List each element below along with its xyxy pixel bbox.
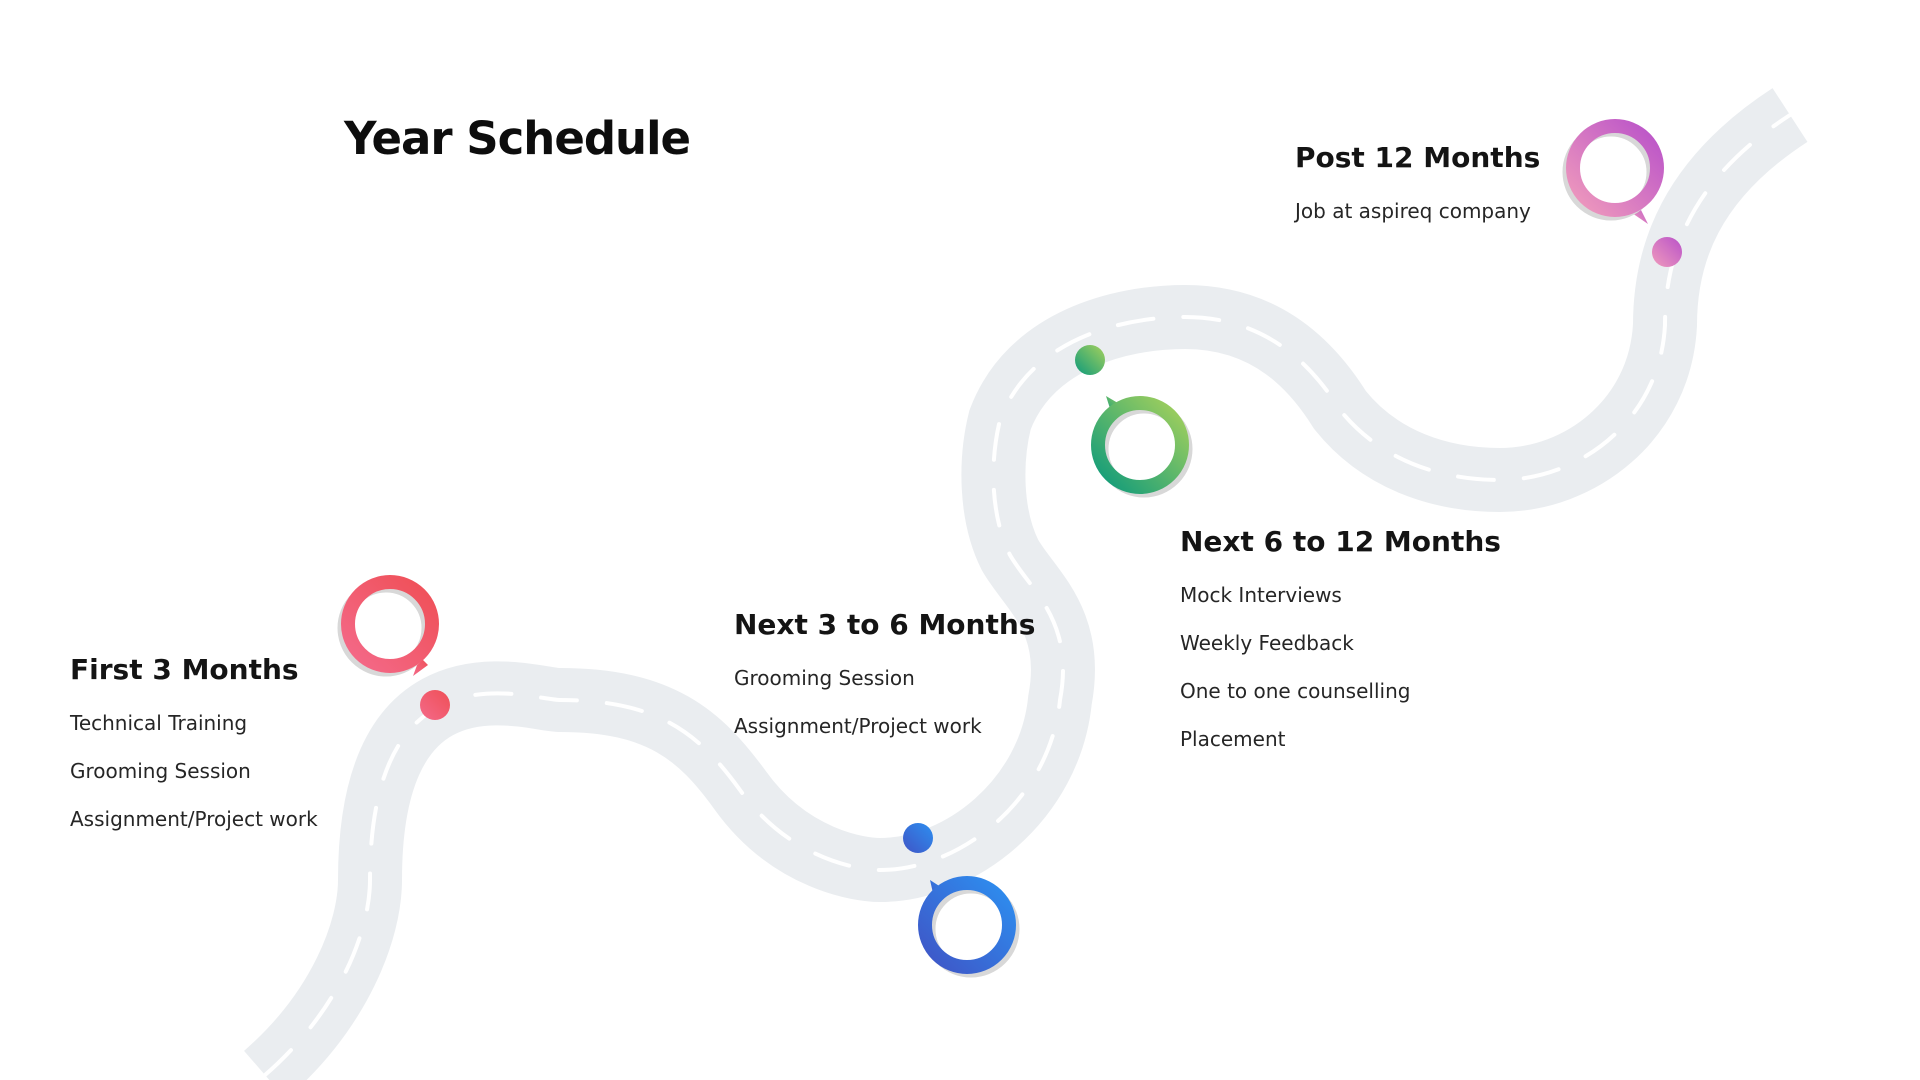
stage-item: Job at aspireq company xyxy=(1295,199,1531,223)
road-lane-markings xyxy=(263,113,1792,1077)
stage-dot xyxy=(1652,237,1682,267)
location-pin-icon xyxy=(337,575,439,677)
stage-item: Assignment/Project work xyxy=(70,807,318,831)
road xyxy=(243,88,1808,1080)
stage-title: Post 12 Months xyxy=(1295,141,1541,174)
stage-item: Placement xyxy=(1180,727,1286,751)
stage-title: Next 6 to 12 Months xyxy=(1180,525,1501,558)
stage-item: Grooming Session xyxy=(70,759,251,783)
stage-item-list: Mock Interviews Weekly Feedback One to o… xyxy=(1180,583,1501,751)
location-pin-icon xyxy=(918,876,1020,978)
stage-item-list: Grooming Session Assignment/Project work xyxy=(734,666,1035,738)
stage-dot xyxy=(1075,345,1105,375)
location-pin-icon xyxy=(1562,119,1664,224)
stage-dot xyxy=(903,823,933,853)
stage-title: Next 3 to 6 Months xyxy=(734,608,1036,641)
stage-item-list: Technical Training Grooming Session Assi… xyxy=(70,711,318,831)
stage-item: Grooming Session xyxy=(734,666,915,690)
stage-post-12-months: Post 12 Months Job at aspireq company xyxy=(1295,141,1540,247)
page-title: Year Schedule xyxy=(344,112,691,165)
stage-dot xyxy=(420,690,450,720)
stage-first-3-months: First 3 Months Technical Training Groomi… xyxy=(70,653,318,855)
stage-item: Mock Interviews xyxy=(1180,583,1342,607)
stage-next-3-to-6-months: Next 3 to 6 Months Grooming Session Assi… xyxy=(734,608,1035,762)
stage-item: One to one counselling xyxy=(1180,679,1411,703)
stage-item: Weekly Feedback xyxy=(1180,631,1354,655)
location-pin-icon xyxy=(1091,396,1193,498)
stage-item: Technical Training xyxy=(70,711,248,735)
stage-item-list: Job at aspireq company xyxy=(1295,199,1540,223)
stage-title: First 3 Months xyxy=(70,653,299,686)
stage-next-6-to-12-months: Next 6 to 12 Months Mock Interviews Week… xyxy=(1180,525,1501,775)
stage-item: Assignment/Project work xyxy=(734,714,982,738)
